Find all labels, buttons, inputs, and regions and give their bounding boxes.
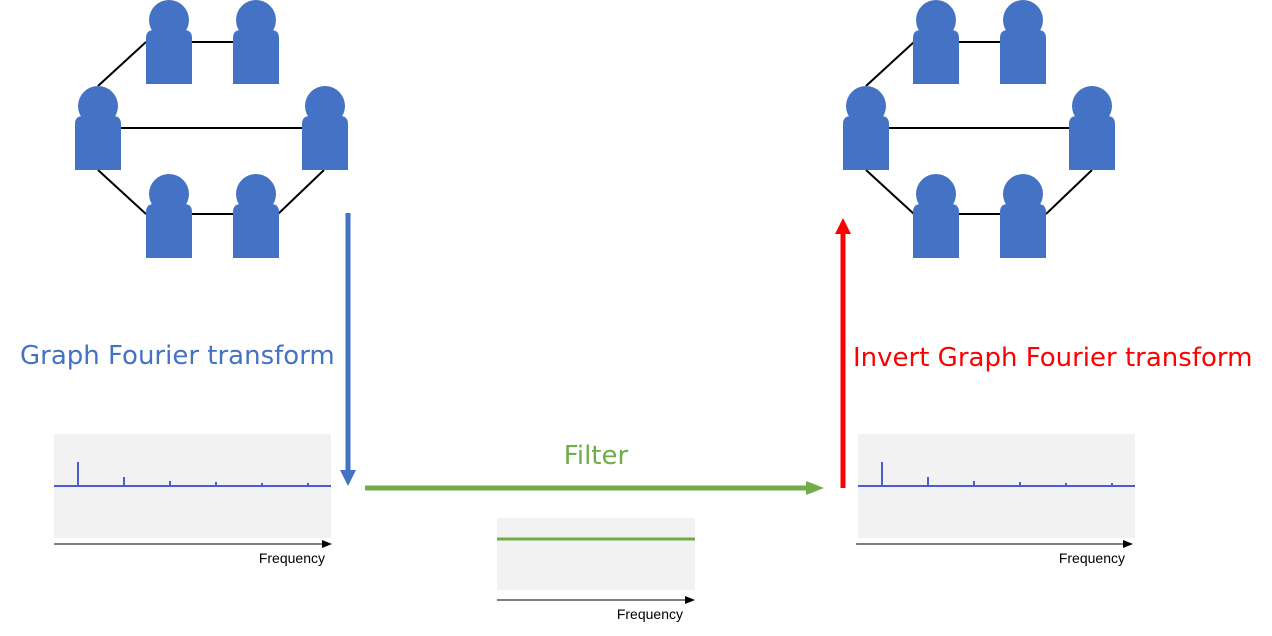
person-icon: [913, 174, 959, 258]
graph-edge: [865, 41, 915, 87]
person-icon: [1000, 0, 1046, 84]
x-axis-label: Frequency: [1059, 550, 1125, 566]
graph-edges: [865, 41, 1093, 215]
filter-response-panel: Frequency: [497, 518, 695, 622]
person-icon: [233, 0, 279, 84]
graph-edges: [97, 41, 325, 215]
person-icon: [75, 86, 121, 170]
x-axis-label: Frequency: [259, 550, 325, 566]
x-axis-label: Frequency: [617, 606, 683, 622]
output-spectrum-panel: Frequency: [856, 434, 1135, 566]
spectrum-spikes: [881, 462, 1113, 486]
graph-edge: [97, 169, 147, 215]
graph-edge: [1045, 169, 1093, 215]
filter-label: Filter: [564, 441, 629, 471]
graph-edge: [865, 169, 915, 215]
output-graph: [843, 0, 1115, 258]
person-icon: [1069, 86, 1115, 170]
person-icon: [233, 174, 279, 258]
input-graph: [75, 0, 348, 258]
person-icon: [913, 0, 959, 84]
panel-background: [497, 518, 695, 590]
person-icon: [302, 86, 348, 170]
person-icon: [843, 86, 889, 170]
forward-transform-label: Graph Fourier transform: [20, 341, 335, 371]
input-spectrum-panel: Frequency: [54, 434, 332, 566]
person-icon: [1000, 174, 1046, 258]
graph-edge: [277, 169, 325, 215]
inverse-transform-label: Invert Graph Fourier transform: [853, 343, 1252, 373]
spectrum-spikes: [77, 462, 309, 486]
graph-edge: [97, 41, 147, 87]
person-icon: [146, 174, 192, 258]
person-icon: [146, 0, 192, 84]
